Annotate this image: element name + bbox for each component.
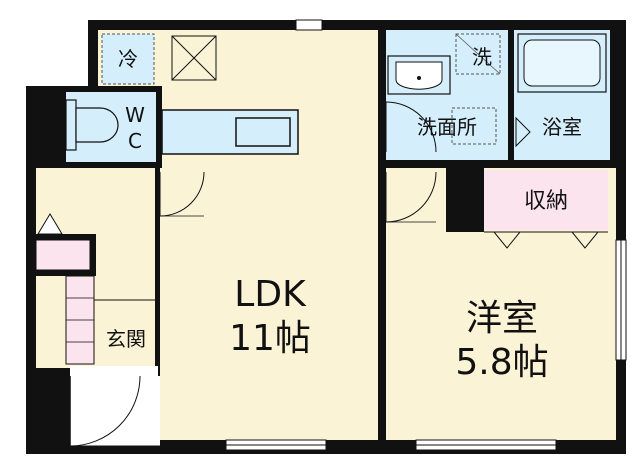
entrance-label: 玄関 xyxy=(106,327,146,351)
washroom-label: 洗面所 xyxy=(417,115,477,139)
kitchen-counter xyxy=(161,109,299,155)
ldk-size: 11帖 xyxy=(229,318,311,359)
bath-label: 浴室 xyxy=(542,115,582,139)
washer-box: 洗 xyxy=(455,33,501,75)
fridge-label: 冷 xyxy=(118,47,138,71)
storage-door-marks xyxy=(484,231,608,249)
wc-label-bottom: C xyxy=(128,129,142,153)
bathtub xyxy=(517,33,607,93)
interior-walls xyxy=(60,20,610,454)
ldk-name: LDK xyxy=(234,274,307,315)
storage-floor xyxy=(484,170,608,230)
washer-label: 洗 xyxy=(472,45,492,69)
washbasin xyxy=(387,55,451,95)
washroom-mat xyxy=(451,107,497,145)
ldk-floor xyxy=(160,30,378,440)
toilet xyxy=(65,99,119,151)
door-arcs xyxy=(159,101,437,223)
western-size: 5.8帖 xyxy=(455,342,548,383)
shoe-rack xyxy=(65,275,95,365)
windows xyxy=(225,19,627,451)
storage-label: 収納 xyxy=(524,189,568,214)
bath-door-mark xyxy=(515,116,531,148)
western-name: 洋室 xyxy=(466,298,538,339)
wc-label-top: W xyxy=(125,103,145,127)
fridge-box: 冷 xyxy=(101,33,155,85)
entrance-door xyxy=(69,366,160,447)
vent-box xyxy=(171,35,217,81)
hall-shelf xyxy=(30,213,96,276)
